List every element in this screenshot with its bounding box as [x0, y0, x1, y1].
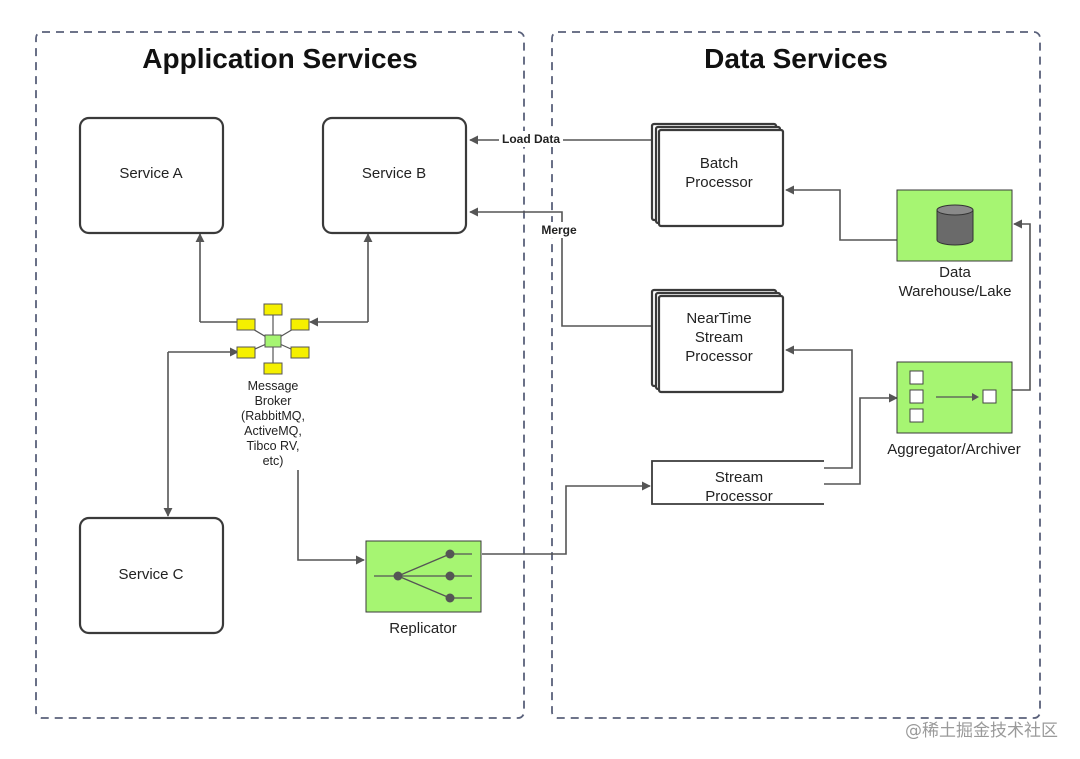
data-warehouse-label-line1: Data — [939, 264, 971, 281]
service-b-box: Service B — [321, 116, 468, 235]
svg-text:ActiveMQ,: ActiveMQ, — [244, 424, 302, 438]
batch-processor-label-line1: Batch — [700, 155, 738, 172]
replicator-label: Replicator — [389, 620, 457, 637]
svg-text:Broker: Broker — [255, 394, 292, 408]
data-services-panel: Data Services — [551, 31, 1041, 719]
replicator-fanout-icon — [374, 549, 472, 603]
neartime-label-line2: Stream — [695, 329, 743, 346]
application-services-title: Application Services — [142, 43, 417, 74]
neartime-label-line1: NearTime — [686, 310, 751, 327]
edge-label-merge: Merge — [538, 222, 580, 238]
service-a-box: Service A — [78, 116, 225, 235]
svg-text:Load Data: Load Data — [502, 132, 560, 146]
batch-processor-label-line2: Processor — [685, 174, 753, 191]
service-b-label: Service B — [362, 165, 426, 182]
replicator-box: Replicator — [365, 540, 482, 637]
data-warehouse-box: Data Warehouse/Lake — [896, 189, 1013, 300]
aggregator-archiver-box: Aggregator/Archiver — [887, 361, 1021, 458]
neartime-stream-processor-box: NearTime Stream Processor — [650, 288, 785, 394]
application-services-panel: Application Services — [35, 31, 525, 719]
edge-broker-to-replicator — [297, 470, 365, 565]
svg-text:Tibco RV,: Tibco RV, — [246, 439, 299, 453]
service-a-label: Service A — [119, 165, 182, 182]
service-c-box: Service C — [78, 516, 225, 635]
edge-replicator-to-stream — [482, 481, 651, 555]
svg-text:etc): etc) — [263, 454, 284, 468]
edge-aggregator-to-warehouse — [1012, 219, 1031, 391]
svg-text:Merge: Merge — [541, 223, 577, 237]
svg-text:Message: Message — [248, 379, 299, 393]
neartime-label-line3: Processor — [685, 348, 753, 365]
aggregator-archiver-label: Aggregator/Archiver — [887, 441, 1020, 458]
edge-warehouse-to-batch — [785, 185, 897, 241]
edge-stream-to-neartime — [785, 345, 853, 469]
batch-processor-box: Batch Processor — [650, 122, 785, 228]
data-services-title: Data Services — [704, 43, 888, 74]
svg-text:(RabbitMQ,: (RabbitMQ, — [241, 409, 305, 423]
watermark-text: @稀土掘金技术社区 — [905, 721, 1058, 741]
message-broker-icon — [236, 303, 310, 375]
edge-stream-to-aggregator — [824, 393, 898, 485]
message-broker-label: Message Broker (RabbitMQ, ActiveMQ, Tibc… — [241, 379, 305, 468]
service-c-label: Service C — [118, 566, 183, 583]
data-warehouse-label-line2: Warehouse/Lake — [899, 283, 1012, 300]
edge-merge — [469, 207, 652, 327]
stream-processor-box: Stream Processor — [651, 460, 824, 505]
edge-label-load-data: Load Data — [499, 131, 563, 147]
aggregator-icon — [909, 370, 997, 423]
stream-processor-label-line1: Stream — [715, 469, 763, 486]
database-cylinder-icon — [936, 204, 974, 246]
stream-processor-label-line2: Processor — [705, 488, 773, 505]
